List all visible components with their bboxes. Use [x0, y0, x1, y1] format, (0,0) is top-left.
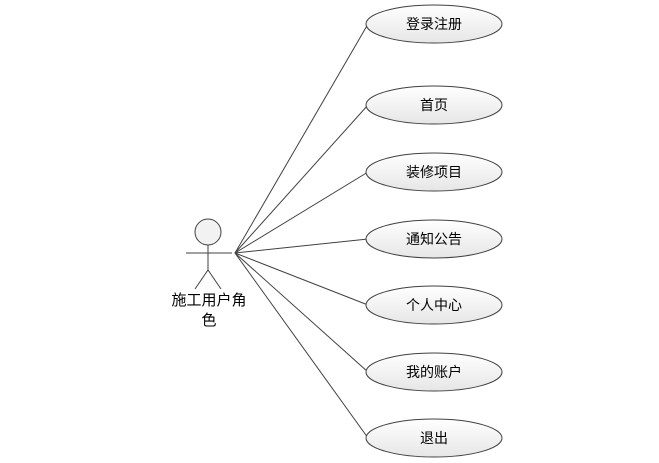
use-case-ellipse: [365, 4, 503, 44]
use-case: 个人中心: [365, 285, 503, 325]
use-case-label: 通知公告: [406, 231, 462, 248]
use-case: 通知公告: [365, 219, 503, 259]
actor-head: [194, 218, 222, 246]
use-case-ellipse: [365, 352, 503, 392]
use-case-label: 登录注册: [406, 17, 462, 33]
use-case: 装修项目: [365, 152, 503, 192]
use-case-label: 装修项目: [406, 165, 462, 181]
actor-label-line1: 施工用户角: [171, 291, 246, 309]
use-case: 首页: [365, 85, 503, 125]
use-case-ellipse: [365, 285, 503, 325]
use-case-label: 退出: [420, 431, 448, 447]
actor-label-line2: 色: [201, 311, 216, 329]
use-case: 退出: [365, 418, 503, 458]
actor-figure: 施工用户角 色: [171, 218, 247, 329]
use-case-label: 个人中心: [406, 298, 462, 314]
use-case-ellipse: [365, 219, 503, 259]
association-line: [234, 171, 369, 254]
use-case-label: 我的账户: [406, 364, 462, 381]
association-line: [234, 104, 369, 254]
association-line: [234, 252, 369, 439]
use-case-label: 首页: [420, 98, 448, 114]
association-lines: [234, 23, 369, 439]
association-line: [234, 252, 369, 373]
use-case-ellipse: [365, 152, 503, 192]
use-case-ellipse: [365, 85, 503, 125]
association-line: [234, 23, 369, 254]
association-line: [234, 252, 369, 306]
actor-right-leg: [207, 269, 222, 290]
use-case-ellipse: [365, 418, 503, 458]
use-case: 我的账户: [365, 352, 503, 392]
association-line: [234, 238, 369, 254]
actor-left-leg: [194, 269, 209, 290]
use-case: 登录注册: [365, 4, 503, 44]
